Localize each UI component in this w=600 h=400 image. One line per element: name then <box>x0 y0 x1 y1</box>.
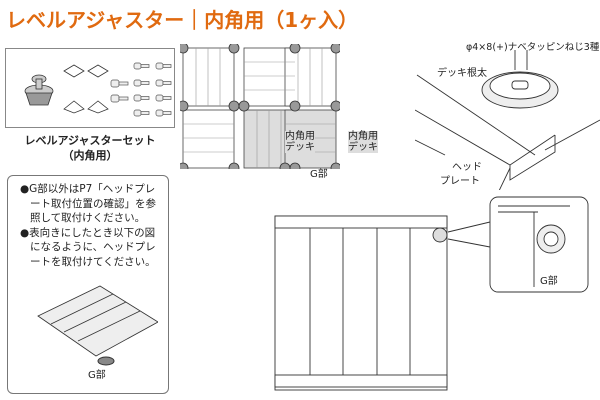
parts-caption-line2: （内角用） <box>62 149 118 162</box>
screw-label: φ4×8(+)ナベタッピンねじ3種 <box>466 42 600 53</box>
head-plate-label-1: ヘッド <box>452 162 482 173</box>
installation-note-box: ●G部以外はP7「ヘッドプレート取付位置の確認」を参照して取付けください。 ●表… <box>7 175 169 394</box>
tile-label-deck: デッキ <box>348 142 378 153</box>
tile-3 <box>284 47 337 107</box>
joist-label: デッキ根太 <box>437 68 487 79</box>
parts-caption-line1: レベルアジャスターセット <box>24 134 156 147</box>
tiles-g-label: G部 <box>310 169 328 180</box>
adjuster-icon <box>24 74 54 106</box>
tile-label-inner: 内角用 <box>348 131 378 142</box>
note-item-2: ●表向きにしたとき以下の図になるように、ヘッドプレートを取付けてください。 <box>20 226 156 268</box>
deck-perspective-drawing <box>37 285 158 366</box>
deck-layout-diagram <box>274 196 589 391</box>
tile-1 <box>182 47 235 107</box>
screw-icons <box>110 62 172 117</box>
tile-6-label: 内角用デッキ <box>348 131 378 153</box>
g-part-markers <box>180 44 340 169</box>
parts-drawing <box>24 62 172 117</box>
head-plate-label-2: プレート <box>440 176 480 187</box>
g-part-marker <box>432 227 448 243</box>
detail-g-label: G部 <box>540 276 558 287</box>
tile-label-inner: 内角用 <box>285 131 315 142</box>
tile-5-label: 内角用デッキ <box>285 131 315 153</box>
tile-4 <box>182 109 235 169</box>
parts-set-illustration <box>5 48 175 128</box>
bracket-icons <box>63 64 109 114</box>
page-title: レベルアジャスター｜内角用（1ヶ入） <box>6 8 359 32</box>
head-plate-install-diagram <box>415 50 600 190</box>
note-item-1: ●G部以外はP7「ヘッドプレート取付位置の確認」を参照して取付けください。 <box>20 183 156 224</box>
note-g-label: G部 <box>88 370 106 381</box>
adjuster-icon <box>97 356 115 366</box>
tile-label-deck: デッキ <box>285 142 315 153</box>
tile-layout-diagram <box>180 44 340 169</box>
